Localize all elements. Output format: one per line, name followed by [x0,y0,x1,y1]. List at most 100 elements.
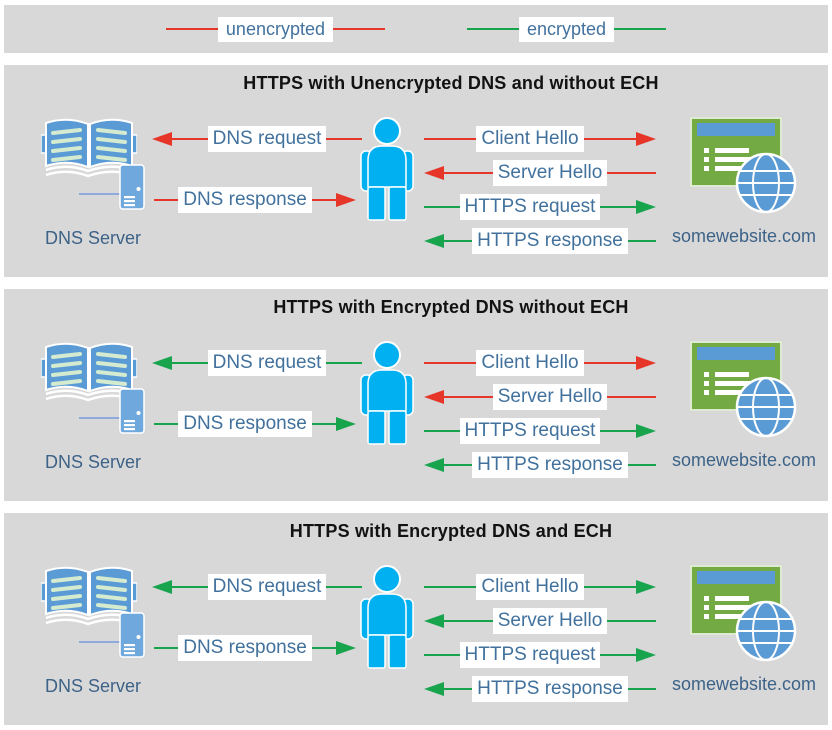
message-line [444,688,473,690]
user-icon [360,341,414,445]
dns-server-group [41,563,153,663]
dns-server-label: DNS Server [45,452,142,472]
arrowhead-right-icon [336,641,356,655]
message-line [583,138,636,140]
message-line [172,362,208,364]
message-label: HTTPS request [459,642,601,668]
message-line [311,423,336,425]
dns-server-tower-icon [119,388,145,434]
message-server-hello: Server Hello [424,383,657,411]
message-line [444,240,473,242]
message-label: HTTPS request [459,418,601,444]
globe-icon [735,600,797,662]
user-icon [360,117,414,221]
message-line [424,362,477,364]
arrowhead-right-icon [636,200,656,214]
dns-book-icon [41,118,137,178]
legend-bar: unencrypted encrypted [4,5,828,53]
message-line [326,138,362,140]
message-line [424,430,460,432]
dns-server-group [41,115,153,215]
message-line [424,654,460,656]
dns-server-tower-icon [119,612,145,658]
message-label: DNS response [178,187,312,213]
connector-line [79,641,121,643]
scenario-panel: HTTPS with Encrypted DNS without ECH [4,289,828,501]
message-https-response: HTTPS response [424,675,657,703]
message-line [311,647,336,649]
message-line [600,206,636,208]
message-client-hello: Client Hello [424,349,656,377]
website-label: somewebsite.com [671,674,817,694]
panel-title: HTTPS with Encrypted DNS and ECH [289,521,613,541]
dns-server-label: DNS Server [45,228,142,248]
arrowhead-right-icon [636,580,656,594]
message-line [444,464,473,466]
legend-item-unencrypted: unencrypted [165,16,385,42]
message-line [583,586,636,588]
arrowhead-right-icon [636,132,656,146]
user-icon [360,565,414,669]
dns-server-group [41,339,153,439]
message-label: Server Hello [492,160,608,186]
message-https-request: HTTPS request [424,641,656,669]
message-label: DNS response [178,635,312,661]
arrowhead-left-icon [424,682,444,696]
website-icon [690,117,797,214]
message-dns-request: DNS request [152,125,362,153]
message-line [154,423,179,425]
message-label: HTTPS response [472,452,628,478]
message-label: HTTPS response [472,676,628,702]
arrowhead-left-icon [152,356,172,370]
connector-line [79,193,121,195]
message-server-hello: Server Hello [424,159,657,187]
message-label: Client Hello [476,126,584,152]
message-https-response: HTTPS response [424,451,657,479]
message-https-response: HTTPS response [424,227,657,255]
arrowhead-left-icon [152,132,172,146]
arrowhead-right-icon [636,424,656,438]
message-line [627,464,657,466]
message-dns-response: DNS response [154,410,356,438]
dns-book-icon [41,566,137,626]
message-line [154,199,179,201]
message-line [172,138,208,140]
globe-icon [735,376,797,438]
message-server-hello: Server Hello [424,607,657,635]
scenario-panels: HTTPS with Unencrypted DNS and without E… [0,65,832,725]
legend-label-unencrypted: unencrypted [217,16,333,42]
arrowhead-right-icon [336,417,356,431]
message-line [172,586,208,588]
dns-server-label: DNS Server [45,676,142,696]
website-label: somewebsite.com [671,226,817,246]
message-dns-response: DNS response [154,186,356,214]
message-client-hello: Client Hello [424,125,656,153]
message-dns-response: DNS response [154,634,356,662]
message-line [444,172,493,174]
dns-book-icon [41,342,137,402]
website-label: somewebsite.com [671,450,817,470]
connector-line [79,417,121,419]
message-line [607,620,657,622]
message-label: DNS response [178,411,312,437]
message-line [627,688,657,690]
encrypted-line-icon [467,28,519,30]
message-label: DNS request [207,126,327,152]
message-line [311,199,336,201]
message-https-request: HTTPS request [424,193,656,221]
message-line [424,586,477,588]
message-line [583,362,636,364]
message-label: Client Hello [476,574,584,600]
message-line [627,240,657,242]
message-client-hello: Client Hello [424,573,656,601]
arrowhead-right-icon [636,356,656,370]
globe-icon [735,152,797,214]
panel-title: HTTPS with Unencrypted DNS and without E… [243,73,659,93]
legend-item-encrypted: encrypted [467,16,667,42]
arrowhead-left-icon [424,166,444,180]
arrowhead-left-icon [152,580,172,594]
scenario-panel: HTTPS with Encrypted DNS and ECH [4,513,828,725]
arrowhead-left-icon [424,614,444,628]
message-label: HTTPS response [472,228,628,254]
message-line [607,172,657,174]
